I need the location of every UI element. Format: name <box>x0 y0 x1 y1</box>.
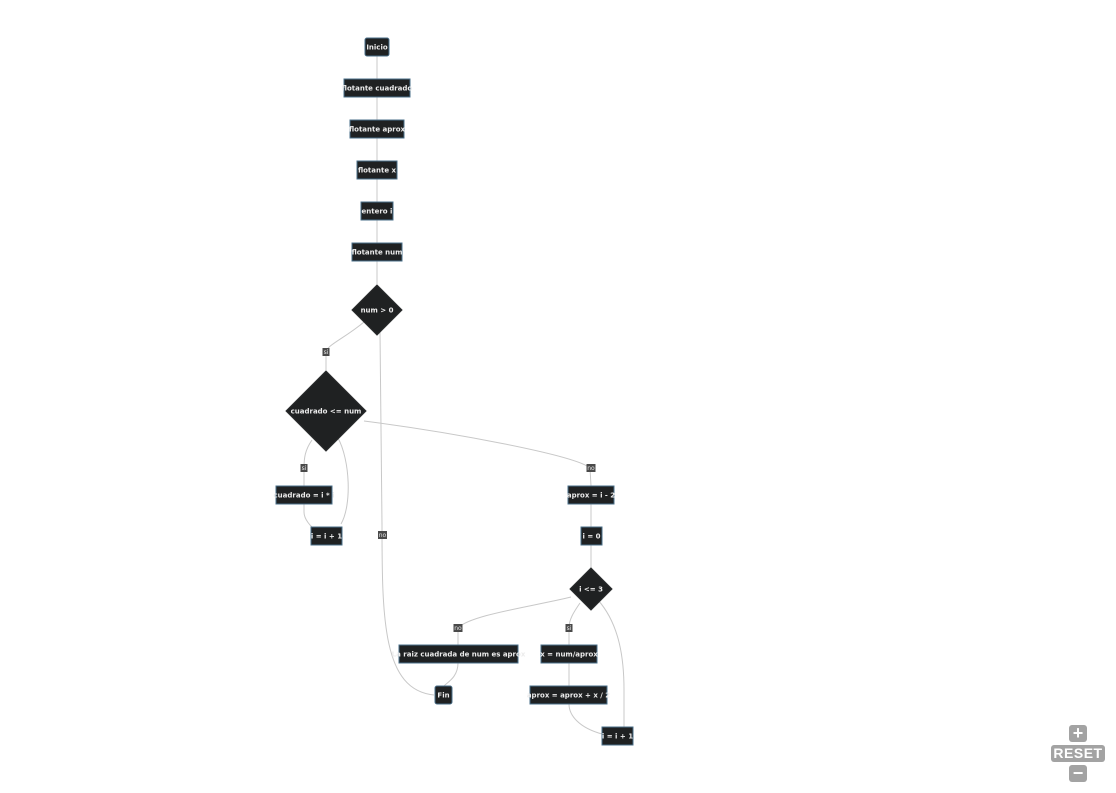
node-cond-cuadrado-label: cuadrado <= num <box>291 408 362 416</box>
node-fin[interactable]: Fin <box>434 685 453 705</box>
node-resultado-label: La raiz cuadrada de num es aprox <box>392 651 526 659</box>
edge-label-num-si: si <box>324 349 329 356</box>
edge-label-i-no: no <box>454 625 462 632</box>
node-asig-x[interactable]: x = num/aprox <box>540 644 598 664</box>
node-fin-label: Fin <box>437 692 449 700</box>
node-inicio-label: Inicio <box>366 44 388 52</box>
zoom-controls: + RESET − <box>1050 724 1106 785</box>
node-asig-i-0-label: i = 0 <box>582 533 600 541</box>
node-asig-aprox-label: aprox = i - 2 <box>567 492 615 500</box>
node-inc-i-1-label: i = i + 1 <box>311 533 342 541</box>
node-resultado[interactable]: La raiz cuadrada de num es aprox <box>392 644 526 664</box>
nodes: Inicio flotante cuadrado flotante aprox … <box>274 37 634 746</box>
node-inc-i-2[interactable]: i = i + 1 <box>601 726 634 746</box>
edge-label-num-si-bg <box>322 348 330 356</box>
node-cond-i-label: i <= 3 <box>579 586 603 594</box>
edge-condi-no <box>457 596 572 645</box>
node-asig-aprox2-label: aprox = aprox + x / 2 <box>527 692 610 700</box>
edge-cond-no <box>379 331 435 696</box>
node-asig-aprox2[interactable]: aprox = aprox + x / 2 <box>527 685 610 705</box>
node-asig-aprox[interactable]: aprox = i - 2 <box>567 485 615 505</box>
node-asig-x-label: x = num/aprox <box>540 651 598 659</box>
zoom-in-button[interactable]: + <box>1069 724 1087 742</box>
node-asig-cuadrado-label: cuadrado = i * i <box>274 492 335 500</box>
node-cond-num[interactable]: num > 0 <box>351 284 403 336</box>
edge-asig-inc <box>303 504 313 528</box>
node-flotante-x[interactable]: flotante x <box>356 160 398 180</box>
node-flotante-num-label: flotante num <box>352 249 403 257</box>
node-entero-i-label: entero i <box>362 208 393 216</box>
edge-condi-loop <box>597 599 625 727</box>
edge-label-cuad-no-bg <box>586 464 596 472</box>
node-inicio[interactable]: Inicio <box>364 37 390 57</box>
edge-resultado-fin <box>443 662 459 687</box>
edge-label-i-si: si <box>567 625 572 632</box>
node-flotante-num[interactable]: flotante num <box>351 242 403 262</box>
edge-label-cuad-si: si <box>302 465 307 472</box>
edge-labels: si no si no no si <box>300 348 596 632</box>
node-inc-i-1[interactable]: i = i + 1 <box>310 526 343 546</box>
edge-cond-si <box>325 321 365 370</box>
node-cond-cuadrado[interactable]: cuadrado <= num <box>285 370 367 452</box>
edges <box>303 56 625 735</box>
edge-label-cuad-si-bg <box>300 464 308 472</box>
edge-cuad-si <box>303 439 313 486</box>
edge-aprox2-inc <box>568 703 603 735</box>
node-asig-i-0[interactable]: i = 0 <box>580 526 603 546</box>
node-cond-i[interactable]: i <= 3 <box>569 567 613 611</box>
edge-label-num-no: no <box>379 532 387 539</box>
node-asig-cuadrado[interactable]: cuadrado = i * i <box>274 485 335 505</box>
reset-button[interactable]: RESET <box>1051 745 1105 762</box>
node-flotante-cuadrado-label: flotante cuadrado <box>342 85 413 93</box>
edge-inc-loop <box>337 437 349 525</box>
edge-cuad-no <box>363 420 592 487</box>
node-inc-i-2-label: i = i + 1 <box>602 733 633 741</box>
zoom-out-button[interactable]: − <box>1069 764 1087 782</box>
node-cond-num-label: num > 0 <box>361 307 394 315</box>
node-flotante-aprox-label: flotante aprox <box>349 126 406 134</box>
edge-label-i-no-bg <box>453 624 463 632</box>
node-flotante-cuadrado[interactable]: flotante cuadrado <box>342 78 413 98</box>
node-entero-i[interactable]: entero i <box>360 201 394 221</box>
edge-label-i-si-bg <box>565 624 573 632</box>
node-flotante-x-label: flotante x <box>358 167 397 175</box>
node-flotante-aprox[interactable]: flotante aprox <box>349 119 406 139</box>
edge-label-cuad-no: no <box>587 465 595 472</box>
edge-label-num-no-bg <box>378 531 387 539</box>
